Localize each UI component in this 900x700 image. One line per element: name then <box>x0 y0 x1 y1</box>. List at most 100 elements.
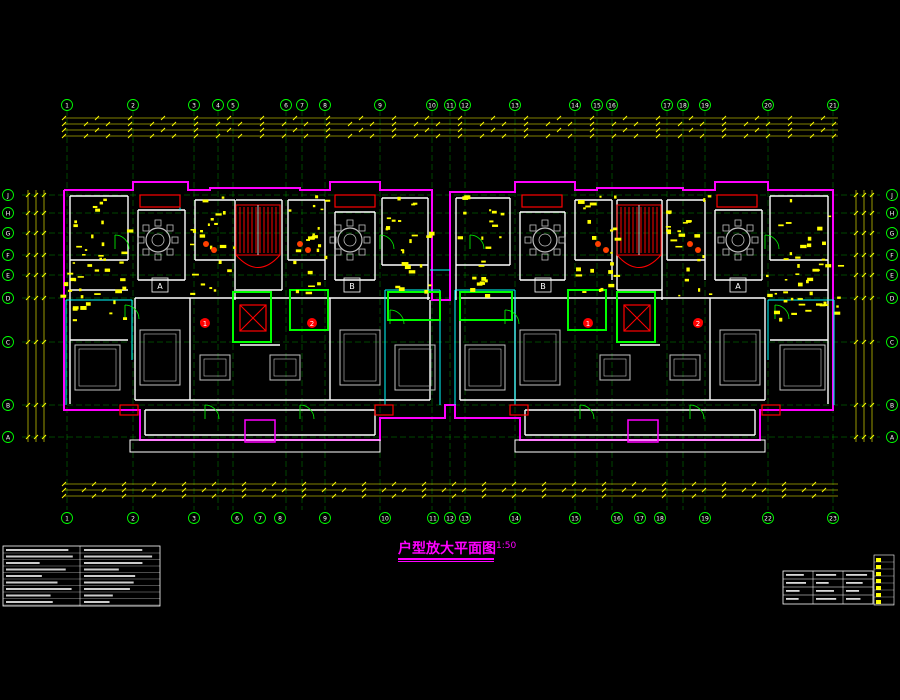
fixture-mark <box>499 236 502 239</box>
dimension-tick <box>413 121 419 127</box>
dimension-tick <box>457 133 463 139</box>
dimension-tick <box>751 481 757 487</box>
dimension-tick <box>121 487 127 493</box>
fixture-mark <box>577 200 585 204</box>
fixture-mark <box>398 220 402 222</box>
furniture-block <box>74 344 121 391</box>
dimension-tick <box>511 481 517 487</box>
dimension-tick <box>751 493 757 499</box>
axis-bubble <box>2 336 14 348</box>
room-marker-number: 2 <box>310 320 314 328</box>
axis-bubble <box>827 512 839 524</box>
dimension-tick <box>661 493 667 499</box>
dimension-tick <box>523 115 529 121</box>
dimension-tick <box>271 493 277 499</box>
chair <box>363 236 371 244</box>
dimension-tick <box>809 121 815 127</box>
dimension-tick <box>181 481 187 487</box>
axis-bubble <box>886 431 898 443</box>
furniture-block <box>779 344 826 391</box>
fixture-mark <box>805 309 812 312</box>
fixture-mark <box>614 237 622 241</box>
axis-bubble <box>459 512 471 524</box>
notes-text-line <box>6 555 73 558</box>
dimension-tick <box>91 493 97 499</box>
furniture-inner <box>78 348 117 387</box>
title-underline-thin <box>398 561 494 562</box>
fixture-mark <box>462 196 469 200</box>
dimension-tick <box>781 493 787 499</box>
fixture-mark <box>233 246 236 249</box>
chair <box>166 248 174 256</box>
dimension-tick <box>743 121 749 127</box>
fixture-mark <box>684 278 690 282</box>
fixture-mark <box>457 236 464 240</box>
dimension-tick <box>743 133 749 139</box>
key-swatch <box>876 579 881 583</box>
dimension-tick <box>541 487 547 493</box>
dimension-tick <box>589 133 595 139</box>
fixture-mark <box>500 212 505 216</box>
fixture-mark <box>190 243 195 246</box>
entry-box <box>244 419 276 443</box>
fixture-mark <box>119 261 124 264</box>
axis-bubble <box>2 227 14 239</box>
fixture-mark <box>836 305 839 308</box>
door-swing <box>299 404 315 420</box>
legend-text-line <box>846 590 860 592</box>
fixture-mark <box>312 204 316 208</box>
equipment-dot <box>687 241 693 247</box>
dimension-tick <box>699 133 705 139</box>
dimension-tick <box>787 133 793 139</box>
fixture-mark <box>797 298 803 300</box>
fixture-mark <box>316 248 320 253</box>
dimension-tick <box>820 127 826 133</box>
dimension-tick <box>611 121 617 127</box>
dimension-tick <box>61 493 67 499</box>
fixture-mark <box>481 236 484 240</box>
dimension-tick <box>105 121 111 127</box>
fixture-mark <box>67 272 74 275</box>
fixture-mark <box>476 282 483 286</box>
dimension-tick <box>121 481 127 487</box>
fixture-mark <box>789 199 793 203</box>
furniture-block <box>139 329 181 386</box>
equipment-dot <box>595 241 601 247</box>
notes-text-line <box>6 594 51 597</box>
dimension-tick <box>869 434 875 440</box>
fixture-mark <box>77 276 84 278</box>
fixture-mark <box>790 297 794 301</box>
furniture-block <box>719 329 761 386</box>
equipment-dot <box>297 241 303 247</box>
equipment-dot <box>695 247 701 253</box>
fixture-mark <box>583 207 586 210</box>
dimension-tick <box>325 127 331 133</box>
dimension-tick <box>369 133 375 139</box>
fixture-mark <box>685 220 692 223</box>
chair <box>553 224 561 232</box>
dimension-tick <box>853 402 859 408</box>
axis-bubble-label: 15 <box>571 516 579 523</box>
dimension-tick <box>347 133 353 139</box>
dimension-tick <box>681 487 687 493</box>
chair <box>746 248 754 256</box>
fixture-mark <box>72 262 76 264</box>
core-box <box>459 291 513 321</box>
fixture-mark <box>121 251 128 255</box>
axis-bubble-label: 12 <box>446 516 454 523</box>
chair <box>137 236 145 244</box>
chair <box>529 224 537 232</box>
fixture-mark <box>395 285 401 289</box>
dimension-tick <box>171 133 177 139</box>
furniture-block <box>599 354 631 381</box>
dimension-tick <box>391 493 397 499</box>
axis-bubble-label: 14 <box>511 516 519 523</box>
axis-bubble <box>569 99 581 111</box>
dimension-tick <box>781 487 787 493</box>
dimension-tick <box>421 487 427 493</box>
fixture-mark <box>82 254 86 256</box>
notes-frame <box>2 545 161 607</box>
key-swatch <box>876 572 881 576</box>
notes-text-line <box>84 581 134 584</box>
